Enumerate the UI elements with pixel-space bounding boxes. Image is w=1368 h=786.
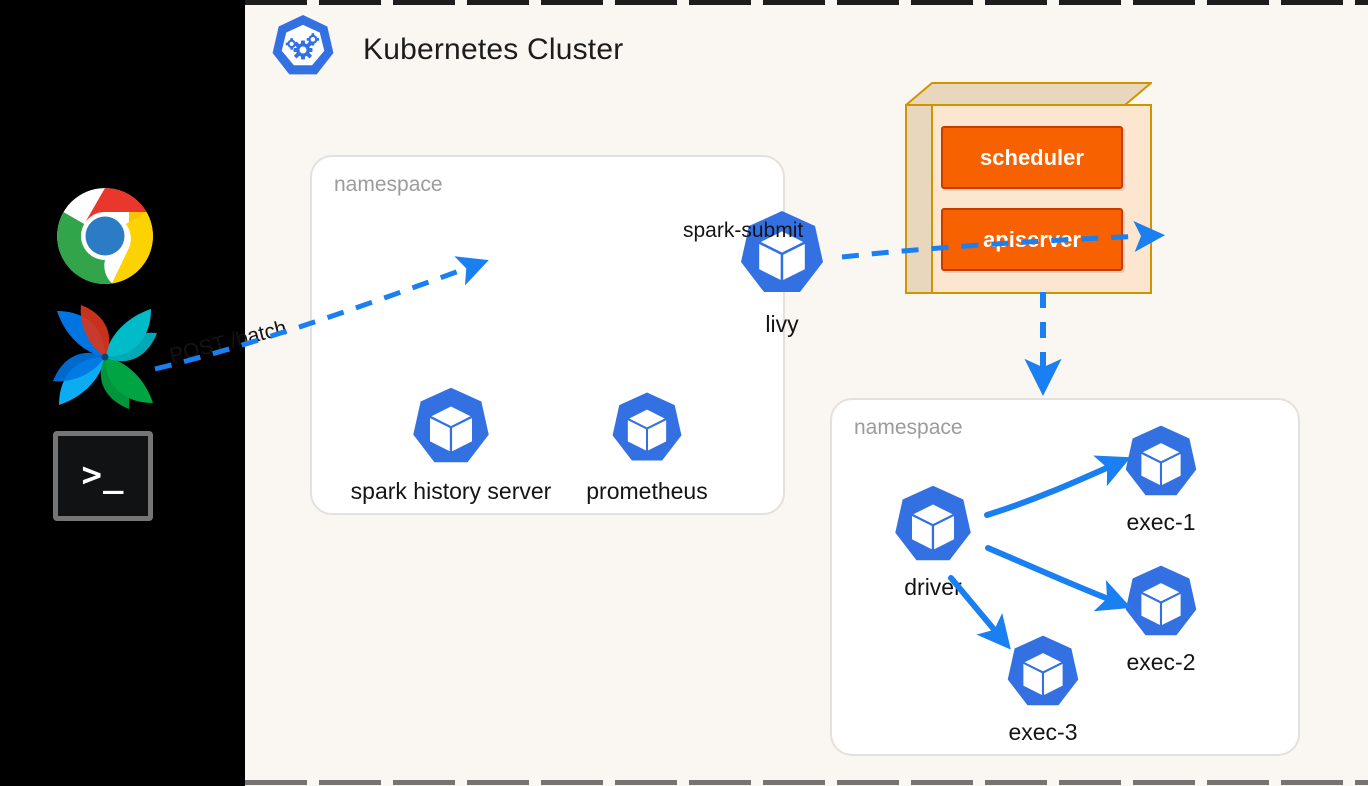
- scheduler-label: scheduler: [980, 144, 1084, 170]
- control-plane-side-face: [905, 104, 933, 294]
- edge-label-spark-submit: spark-submit: [683, 219, 804, 242]
- pod-driver[interactable]: driver: [887, 483, 979, 600]
- pod-label: livy: [765, 311, 799, 337]
- kubernetes-pod-icon: [413, 387, 489, 463]
- pod-livy[interactable]: livy: [732, 208, 832, 337]
- pod-label: exec-3: [1008, 719, 1078, 745]
- pod-label: exec-1: [1126, 509, 1196, 535]
- pod-label: driver: [904, 574, 962, 600]
- control-plane-apiserver[interactable]: apiserver: [941, 208, 1123, 271]
- pod-exec-1[interactable]: exec-1: [1118, 423, 1204, 535]
- kubernetes-pod-icon: [741, 211, 823, 292]
- kubernetes-pod-icon: [1125, 565, 1197, 636]
- top-edge-strip: [245, 0, 1368, 5]
- diagram-canvas: Kubernetes Cluster namespace livy: [167, 0, 1368, 786]
- pod-prometheus[interactable]: prometheus: [586, 390, 708, 504]
- control-plane-top-face: [905, 82, 1152, 106]
- control-plane-scheduler[interactable]: scheduler: [941, 126, 1123, 189]
- airflow-icon[interactable]: [53, 305, 157, 409]
- kubernetes-pod-icon: [612, 392, 682, 461]
- pod-label: spark history server: [350, 478, 552, 504]
- bottom-edge-strip: [245, 780, 1368, 785]
- cluster-header: Kubernetes Cluster: [265, 12, 623, 88]
- kubernetes-pod-icon: [1125, 425, 1197, 496]
- kubernetes-pod-icon: [895, 485, 971, 561]
- terminal-icon[interactable]: >_: [53, 431, 153, 521]
- chrome-icon[interactable]: [55, 186, 155, 286]
- airflow-glyph: [53, 305, 157, 409]
- namespace-label: namespace: [854, 416, 963, 439]
- kubernetes-pod-icon: [1007, 635, 1079, 706]
- pod-exec-2[interactable]: exec-2: [1118, 563, 1204, 675]
- chrome-glyph: [57, 188, 153, 284]
- page-title: Kubernetes Cluster: [363, 33, 624, 66]
- pod-spark-history-server[interactable]: spark history server: [351, 385, 551, 504]
- pod-exec-3[interactable]: exec-3: [1000, 633, 1086, 745]
- kubernetes-logo-icon: [272, 15, 334, 75]
- control-plane-box: scheduler apiserver: [905, 82, 1152, 294]
- namespace-label: namespace: [334, 173, 443, 196]
- apiserver-label: apiserver: [983, 226, 1081, 252]
- namespace-services: namespace: [310, 155, 785, 515]
- pod-label: exec-2: [1126, 649, 1196, 675]
- app-dock: >_: [0, 0, 245, 786]
- pod-label: prometheus: [586, 478, 708, 504]
- terminal-prompt: >_: [81, 455, 125, 495]
